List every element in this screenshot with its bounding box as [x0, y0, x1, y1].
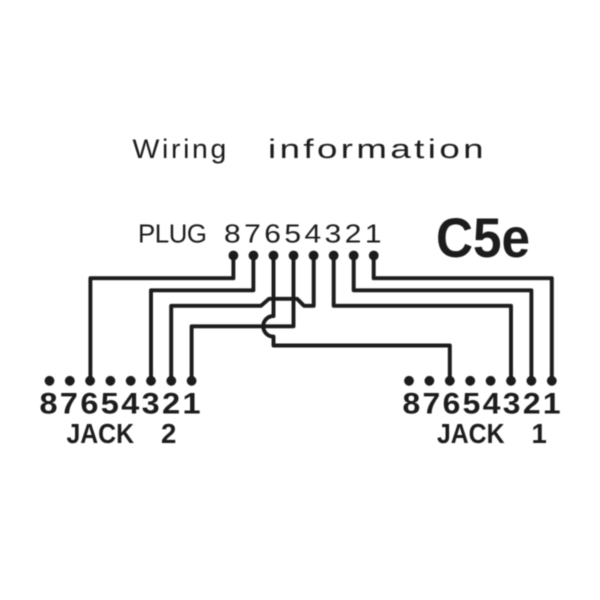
svg-text:Wiring: Wiring	[133, 134, 230, 164]
svg-text:information: information	[268, 134, 487, 164]
svg-text:87654321: 87654321	[40, 388, 204, 421]
svg-text:2: 2	[161, 418, 176, 449]
svg-text:JACK: JACK	[67, 418, 135, 449]
svg-text:87654321: 87654321	[224, 221, 385, 249]
svg-text:C5e: C5e	[436, 207, 530, 269]
svg-text:PLUG: PLUG	[138, 221, 207, 249]
svg-text:JACK: JACK	[437, 418, 505, 449]
svg-text:1: 1	[532, 418, 547, 449]
svg-text:87654321: 87654321	[403, 388, 564, 421]
